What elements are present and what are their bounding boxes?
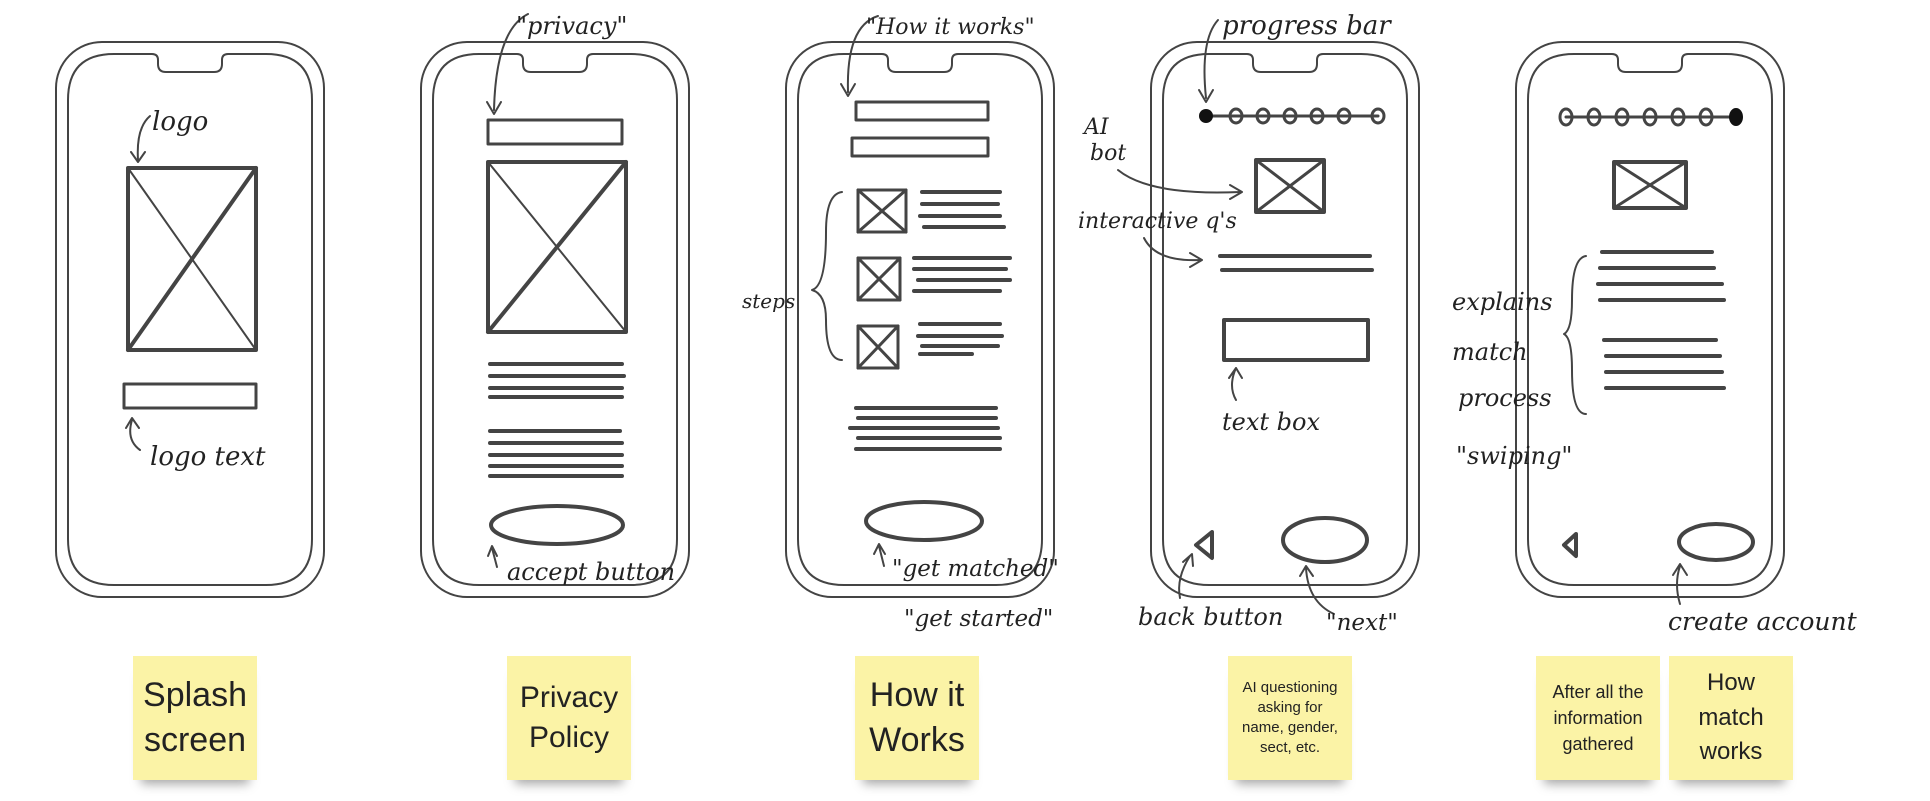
privacy-text-lines [488, 362, 626, 478]
sticky-note-splash: Splash screen [133, 656, 257, 780]
how-arrow [840, 15, 879, 97]
steps-label: steps [742, 289, 795, 313]
progress-arrow [1198, 19, 1219, 103]
how-title-placeholder-2 [850, 136, 990, 158]
privacy-label: "privacy" [516, 12, 627, 40]
step-3 [856, 322, 1004, 370]
logo-arrow [130, 115, 151, 163]
swiping-label: "swiping" [1456, 442, 1572, 470]
ai-bot-image-placeholder [1254, 158, 1326, 214]
interactive-qs-label: interactive q's [1078, 209, 1237, 234]
logo-text-arrow [125, 417, 141, 451]
phone-privacy: "privacy" accept button [420, 12, 690, 598]
step-1 [856, 188, 1006, 234]
sticky-note-privacy-text: Privacy Policy [519, 680, 619, 755]
sticky-note-privacy: Privacy Policy [507, 656, 631, 780]
text-box-label: text box [1222, 408, 1320, 436]
explains-label-line2: match [1452, 338, 1528, 366]
step-2 [856, 256, 1012, 302]
interactive-qs-arrow [1143, 237, 1203, 268]
accept-arrow [487, 545, 498, 568]
logo-placeholder [126, 166, 258, 352]
sticky-note-after-info: After all the information gathered [1536, 656, 1660, 780]
how-it-works-label: "How it works" [866, 15, 1035, 40]
privacy-title-placeholder [486, 118, 624, 146]
how-text-lines [848, 406, 1002, 451]
match-image-placeholder [1612, 160, 1688, 210]
sticky-note-how-it-works-text: How it Works [869, 676, 965, 759]
phone-ai-questioning: progress bar AI bot interactive q's text… [1078, 11, 1420, 636]
accept-button-placeholder [489, 504, 625, 546]
create-account-label: create account [1668, 607, 1858, 636]
progress-bar-complete [1558, 107, 1743, 127]
get-matched-button-placeholder [864, 500, 984, 542]
create-account-button-placeholder [1677, 522, 1755, 562]
next-label: "next" [1326, 610, 1398, 636]
next-arrow [1299, 565, 1335, 615]
privacy-arrow [486, 13, 529, 115]
explains-label-line3: process [1458, 384, 1552, 412]
next-button-placeholder [1281, 516, 1369, 564]
question-lines [1218, 254, 1374, 272]
text-box-placeholder [1222, 318, 1370, 362]
phone-how-match-works: explains match process "swiping" create … [1452, 41, 1858, 636]
back-button-placeholder-2 [1562, 532, 1578, 558]
sticky-note-ai-questioning-text: AI questioning asking for name, gender, … [1242, 678, 1338, 757]
progress-bar-label: progress bar [1222, 11, 1392, 41]
phone-how-it-works: "How it works" steps "get matched" "get … [742, 15, 1059, 632]
text-box-arrow [1228, 367, 1243, 401]
logo-text-placeholder [122, 382, 258, 410]
explains-brace [1563, 255, 1587, 415]
sticky-note-how-match: How match works [1669, 656, 1793, 780]
sticky-note-how-match-text: How match works [1698, 668, 1764, 766]
phone-splash: logo logo text [55, 41, 325, 598]
get-matched-label: "get matched" [892, 556, 1059, 582]
logo-text-label: logo text [150, 442, 266, 472]
get-matched-arrow [873, 543, 886, 567]
match-text-lines [1596, 250, 1726, 390]
logo-label: logo [152, 107, 208, 137]
back-button-label: back button [1138, 603, 1283, 631]
explains-label-line1: explains [1452, 288, 1553, 316]
progress-bar [1199, 107, 1386, 125]
back-button-arrow [1178, 553, 1194, 599]
sticky-note-how-it-works: How it Works [855, 656, 979, 780]
sticky-note-splash-text: Splash screen [143, 676, 247, 759]
create-account-arrow [1672, 563, 1688, 605]
how-title-placeholder-1 [854, 100, 990, 122]
ai-bot-label-line1: AI [1082, 115, 1110, 140]
ai-bot-label-line2: bot [1090, 141, 1126, 166]
steps-brace [811, 191, 843, 361]
accept-button-label: accept button [507, 558, 675, 586]
privacy-image-placeholder [486, 160, 628, 334]
get-started-label: "get started" [904, 606, 1053, 632]
ai-bot-arrow [1117, 169, 1243, 200]
sticky-note-after-info-text: After all the information gathered [1552, 681, 1644, 755]
back-button-placeholder [1194, 530, 1214, 560]
sticky-note-ai-questioning: AI questioning asking for name, gender, … [1228, 656, 1352, 780]
